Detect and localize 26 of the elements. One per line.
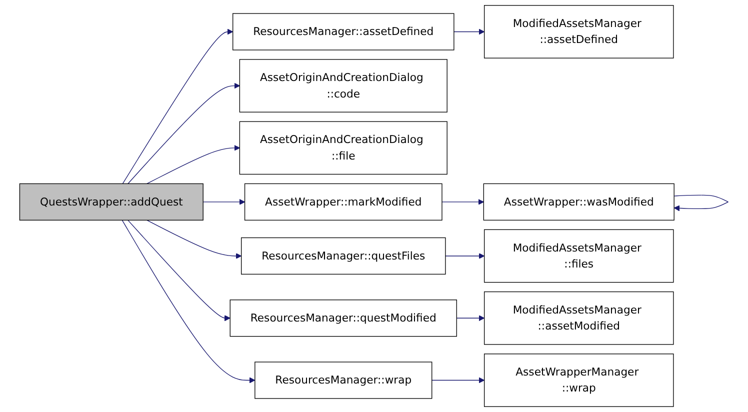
arrow (674, 194, 729, 212)
node-box: AssetOriginAndCreationDialog ::file (239, 121, 448, 175)
arrow (146, 220, 242, 259)
node-box: ResourcesManager::assetDefined (232, 13, 454, 50)
node-box: ResourcesManager::questFiles (241, 237, 446, 275)
arrow (128, 220, 230, 322)
node-box: ResourcesManager::questModified (230, 300, 457, 337)
arrow (146, 144, 240, 184)
arrow (445, 253, 485, 259)
node-box: AssetOriginAndCreationDialog ::code (239, 59, 448, 112)
node-box: AssetWrapperManager ::wrap (484, 354, 674, 407)
arrow (454, 28, 485, 35)
arrow (432, 377, 485, 384)
arrow (202, 198, 246, 205)
node-box: AssetWrapper::wasModified (483, 183, 674, 221)
node-box: ResourcesManager::wrap (254, 362, 432, 399)
node-box: QuestsWrapper::addQuest (19, 183, 204, 221)
arrow (456, 315, 485, 322)
node-box: ModifiedAssetsManager ::assetModified (484, 291, 674, 345)
arrow (128, 82, 240, 184)
node-box: ModifiedAssetsManager ::files (484, 229, 674, 283)
arrow (442, 198, 484, 205)
arrow (122, 220, 256, 384)
node-box: AssetWrapper::markModified (244, 183, 442, 221)
arrow (122, 28, 234, 184)
node-box: ModifiedAssetsManager ::assetDefined (484, 5, 674, 58)
